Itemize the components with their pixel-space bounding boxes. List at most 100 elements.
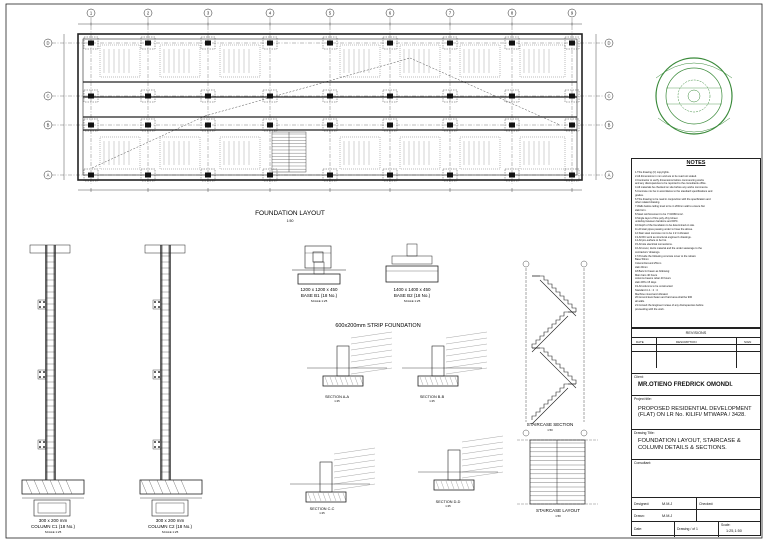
strip-leader — [445, 361, 488, 369]
plan-column — [387, 40, 393, 46]
strip-hatch — [434, 376, 439, 386]
grid-label-row-right: C — [607, 94, 610, 99]
stair-flight — [531, 311, 568, 348]
plan-column — [88, 40, 94, 46]
column-section-box — [152, 299, 162, 310]
stair-flight — [540, 275, 577, 312]
plan-stair-treads — [272, 133, 306, 170]
plan-stair — [271, 131, 307, 173]
strip-hatch — [334, 376, 339, 386]
grid-bubble-row-right — [604, 38, 614, 48]
designed-row: Designed: M.M.J Checked: — [632, 497, 760, 510]
note-item: 16.All cover, ducts material and the und… — [635, 246, 702, 250]
plan-base-pad — [140, 118, 156, 132]
note-item: 2.All dimensions in mm and are to be rea… — [635, 174, 697, 178]
rebar-dot — [158, 441, 160, 443]
plan-room-outline — [519, 136, 566, 170]
plan-base-pad — [504, 89, 520, 103]
note-item: slab 2/Pto 15 days — [635, 281, 657, 285]
note-item: and any discrepancies to be reported to … — [635, 182, 707, 186]
plan-room-outline — [339, 136, 381, 170]
note-item: Machine mixed and vibrated. — [635, 292, 669, 296]
plan-base-pad — [140, 36, 156, 50]
note-item: 19.All columns to be constructed — [635, 284, 673, 288]
notes-list: 1.This drawing (C) copyrights.2.All dime… — [635, 171, 759, 311]
plan-base-pad — [140, 168, 156, 182]
plan-column — [447, 93, 453, 99]
plan-base-pad — [382, 168, 398, 182]
grid-bubble-row-left — [43, 91, 53, 101]
grid-label-col: 3 — [207, 11, 210, 16]
grid-label-row-right: A — [608, 173, 611, 178]
staircase-layout-scale: 1:50 — [555, 514, 561, 518]
strip-leader — [350, 355, 393, 363]
grid-label-row-right: D — [607, 41, 610, 46]
staircase-layout-treads — [530, 442, 585, 501]
strip-hatch — [312, 492, 317, 502]
plan-column — [145, 93, 151, 99]
note-item: other related drawing. — [635, 201, 661, 205]
footing-hatch — [57, 479, 65, 495]
plan-base-pad — [504, 118, 520, 132]
strip-leader — [350, 337, 393, 345]
base-b1-label: 1200 x 1200 x 450 — [300, 287, 338, 292]
revisions-columns: DATE DESCRIPTION SIGN — [632, 337, 760, 368]
rev-desc-col: DESCRIPTION — [676, 339, 697, 344]
notes-panel: NOTES 1.This drawing (C) copyrights.2.Al… — [631, 158, 761, 328]
strip-hatch — [337, 492, 342, 502]
plan-column — [205, 40, 211, 46]
note-item: 6.This drawing to be read in conjunction… — [635, 197, 711, 201]
plan-column — [267, 172, 273, 178]
strip-hatch — [449, 376, 454, 386]
plan-bases — [83, 36, 580, 182]
grid-label-col: 7 — [449, 11, 452, 16]
grid-label-row-left: C — [46, 94, 49, 99]
strip-leader — [461, 465, 504, 473]
plan-column — [447, 122, 453, 128]
footing-hatch — [140, 479, 148, 495]
drawing-title: FOUNDATION LAYOUT, STAIRCASE & COLUMN DE… — [638, 438, 741, 451]
plan-base-pad — [83, 168, 99, 182]
plan-base-pad — [262, 168, 278, 182]
strip-hatch — [439, 376, 444, 386]
strip-leader — [333, 459, 376, 467]
strip-wall — [319, 461, 333, 493]
rebar-dot — [39, 306, 41, 308]
rebar-dot — [43, 301, 45, 303]
section-c-scale: 1:25 — [319, 511, 325, 515]
base-b2-scale: SCALE 1:25 — [404, 299, 421, 303]
rebar-dot — [39, 371, 41, 373]
rebar-dot — [43, 376, 45, 378]
rebar-dot — [154, 301, 156, 303]
grid-label-col: 6 — [389, 11, 392, 16]
grid-bubble-row-right — [604, 170, 614, 180]
strip-leader — [350, 361, 393, 369]
staircase-flights — [531, 275, 577, 425]
sheet-border — [5, 3, 763, 539]
engineer-seal-stamp — [655, 57, 733, 135]
base-b1-name: BASE B1 (18 No.) — [301, 293, 338, 298]
stair-soffit — [539, 279, 577, 317]
note-item: slab form. — [635, 208, 647, 212]
column-section-box — [37, 369, 47, 380]
sheet-label: Drawing / of 1 — [677, 527, 698, 531]
plan-base-pad — [322, 36, 338, 50]
strip-leader — [333, 453, 376, 461]
plan-base-pad — [200, 168, 216, 182]
strip-hatch — [455, 480, 460, 490]
note-item: 21.Consult the Engineer incase of any di… — [635, 303, 704, 307]
drawn-value: M.M.J — [662, 514, 673, 518]
section-b-title: SECTION B-B — [420, 395, 445, 399]
column-c2-elevation — [139, 244, 203, 517]
plan-base-pad — [262, 89, 278, 103]
grid-bubble-col — [203, 8, 213, 18]
strip-hatch — [322, 492, 327, 502]
rebar-dot — [154, 371, 156, 373]
footing-hatch — [33, 479, 41, 495]
plan-column — [327, 40, 333, 46]
rebar-dot — [39, 376, 41, 378]
consultant-row: Consultant: — [632, 459, 760, 501]
plan-room-outline — [459, 136, 501, 170]
